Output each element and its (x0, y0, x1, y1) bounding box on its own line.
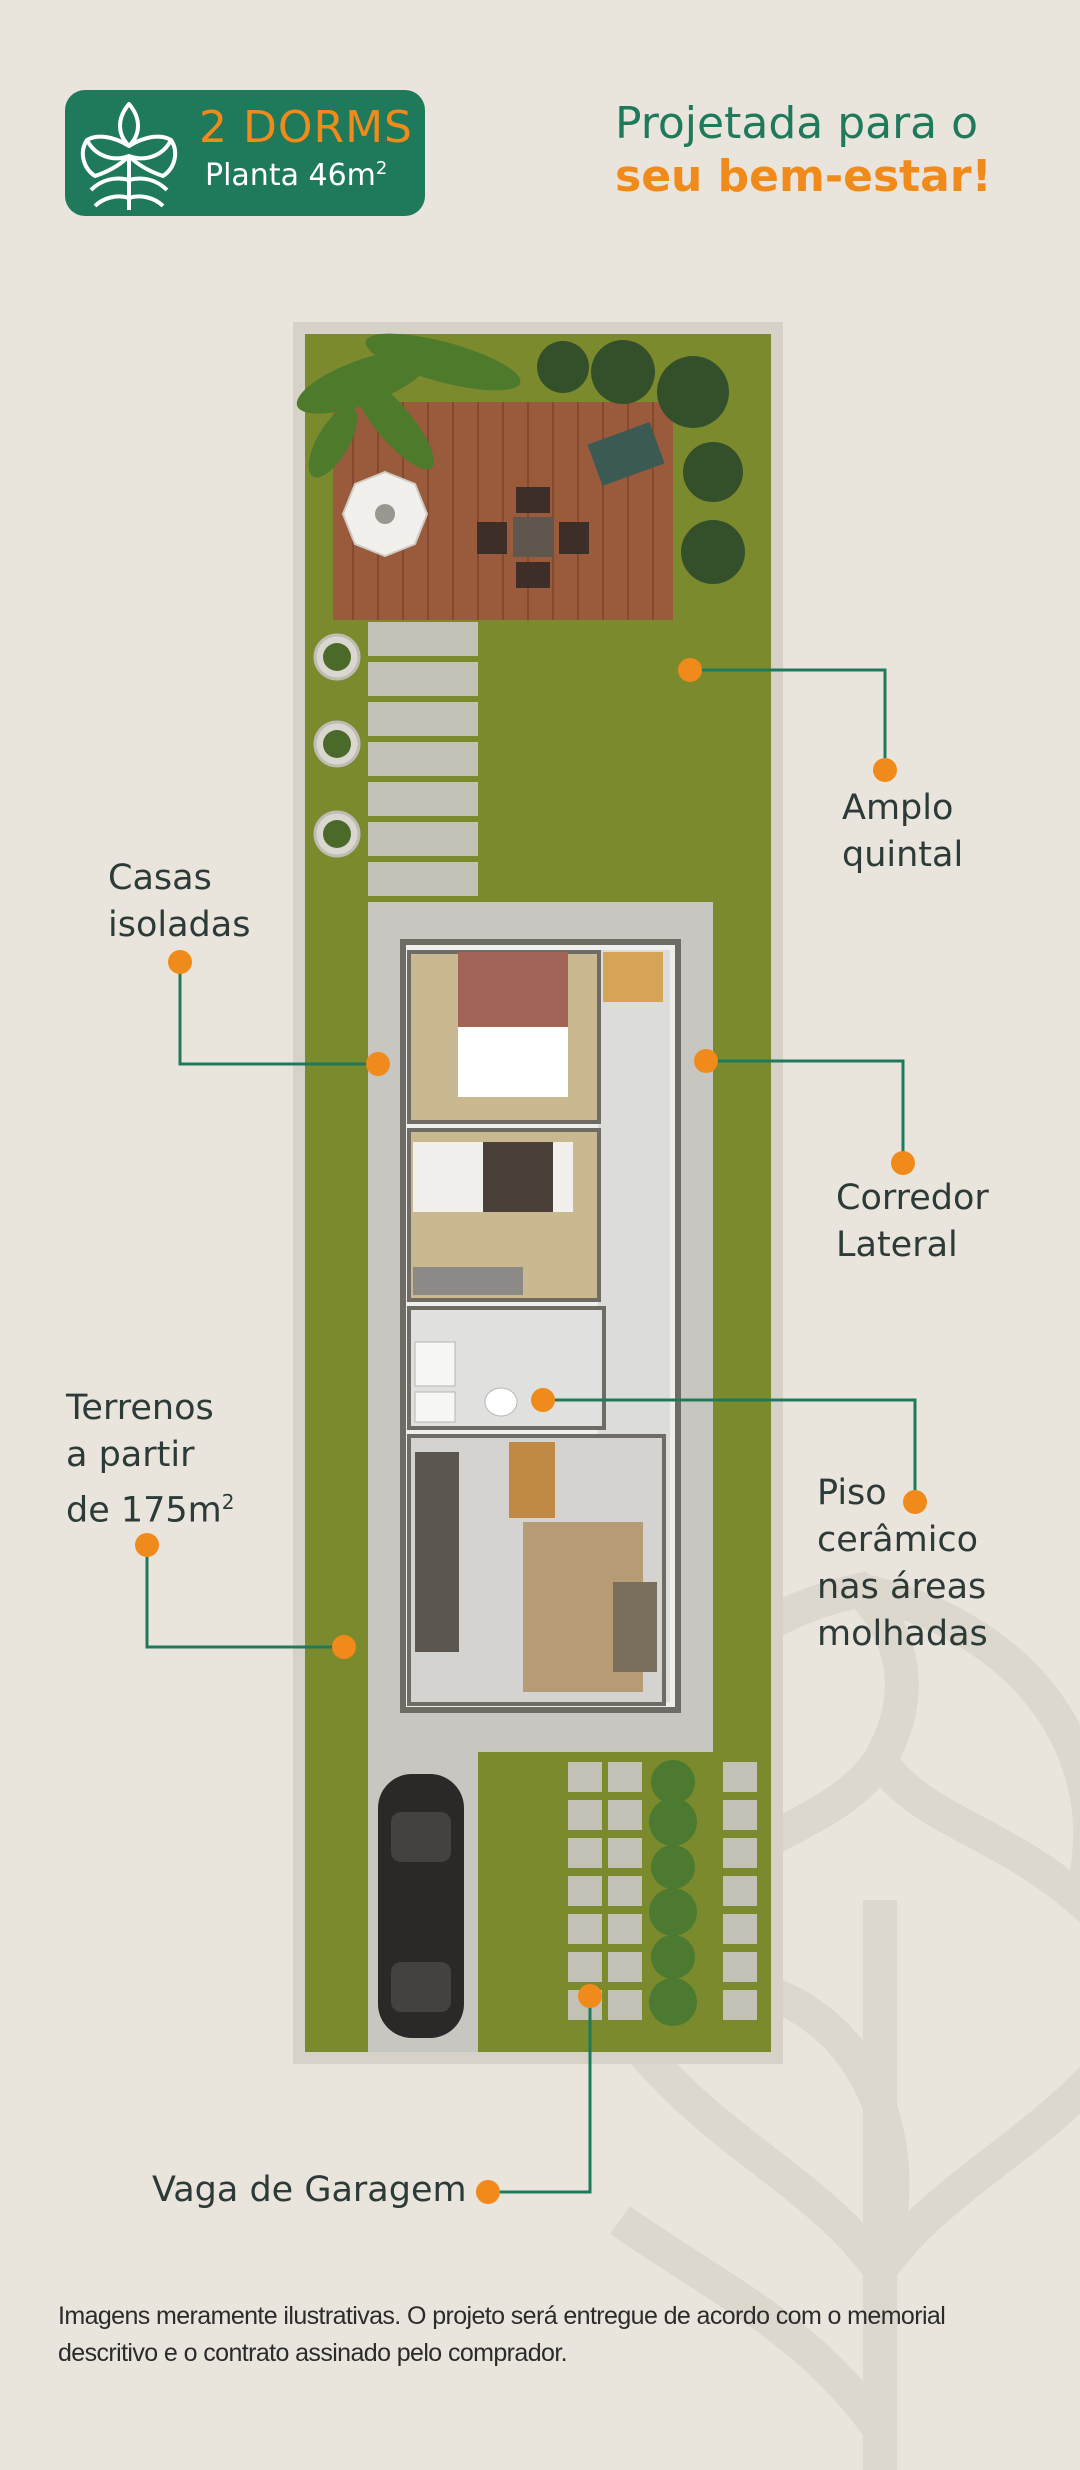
lounge-chair (587, 422, 665, 486)
badge-plan-size: Planta 46m2 (205, 160, 387, 191)
headline-line2: seu bem-estar! (615, 150, 992, 202)
lotus-flower-icon (80, 102, 178, 210)
badge-title: 2 DORMS (199, 102, 413, 153)
label-terrenos-sup: 2 (221, 1490, 235, 1514)
label-amplo-quintal: Amplo quintal (842, 788, 964, 875)
palm-plants (296, 333, 521, 478)
label-piso-ceramico: Piso cerâmico nas áreas molhadas (817, 1473, 988, 1654)
label-terrenos-text: Terrenos a partir de 175m (66, 1388, 222, 1531)
footer-disclaimer: Imagens meramente ilustrativas. O projet… (58, 2302, 946, 2367)
hedge (649, 1760, 697, 2026)
plan-badge: 2 DORMS Planta 46m2 (65, 90, 425, 216)
badge-plan-sup: 2 (375, 158, 388, 179)
stepping-stones (368, 622, 478, 896)
label-terrenos: Terrenos a partir de 175m2 (66, 1385, 235, 1535)
label-corredor-lateral: Corredor Lateral (836, 1178, 989, 1265)
floor-plan-illustration (293, 322, 783, 2064)
badge-plan-text: Planta 46m (205, 158, 376, 193)
label-vaga-garagem: Vaga de Garagem (152, 2170, 467, 2210)
headline-line1: Projetada para o (615, 98, 979, 149)
outdoor-table (513, 517, 553, 557)
headline: Projetada para o seu bem-estar! (615, 98, 1035, 204)
label-casas-isoladas: Casas isoladas (108, 858, 251, 945)
